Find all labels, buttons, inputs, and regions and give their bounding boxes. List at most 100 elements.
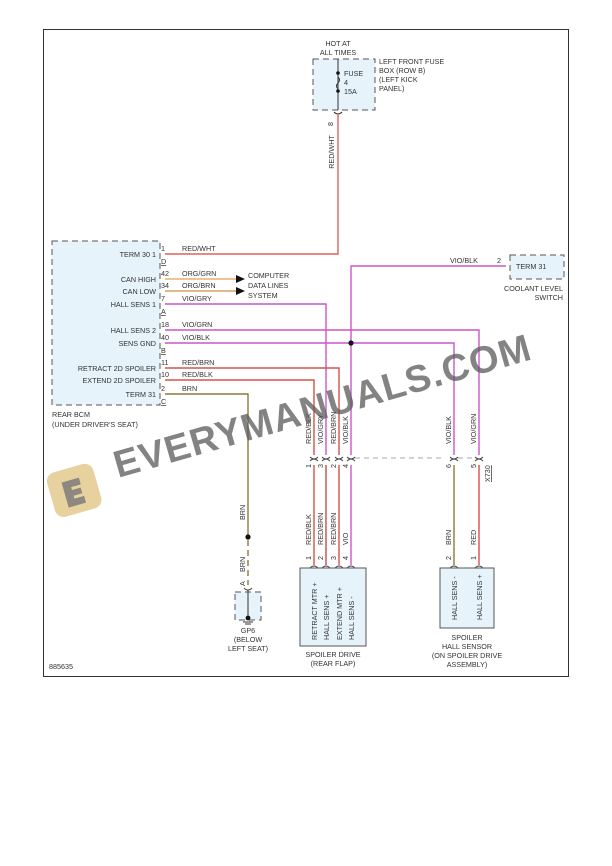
data-lines-reference: COMPUTER DATA LINES SYSTEM <box>248 271 289 300</box>
bcm-pin-18: 18 <box>161 320 169 329</box>
conn-upper-wire-3: VIO/GRY <box>316 414 325 444</box>
conn-pin-5: 5 <box>469 464 478 468</box>
bcm-pin-label-retract: RETRACT 2D SPOILER <box>78 364 156 373</box>
coolant-switch-outline <box>509 254 565 280</box>
ground-wire-upper: BRN <box>238 505 247 520</box>
conn-pin-2: 2 <box>329 464 338 468</box>
rear-bcm-name-1: REAR BCM <box>52 410 90 419</box>
hall-sensor-name-3: (ON SPOILER DRIVE <box>432 651 502 660</box>
bcm-connector-a: A <box>161 307 166 316</box>
bcm-pin-1: 1 <box>161 244 165 253</box>
data-lines-1: COMPUTER <box>248 271 289 280</box>
drive-terminal-2: HALL SENS + <box>322 595 331 640</box>
bcm-pin-label-can-low: CAN LOW <box>122 287 156 296</box>
drive-terminal-1: RETRACT MTR + <box>310 582 319 640</box>
bcm-pin-label-can-high: CAN HIGH <box>121 275 156 284</box>
drive-pin-1: 1 <box>304 556 313 560</box>
drive-pin-2: 2 <box>316 556 325 560</box>
ground-name-3: LEFT SEAT) <box>228 644 268 653</box>
drive-pin-3: 3 <box>329 556 338 560</box>
spoiler-hall-sensor: BRN RED 2 1 HALL SENS - HALL SENS + SPOI… <box>432 530 502 669</box>
drive-wire-2: RED/BRN <box>316 513 325 545</box>
fuse-location-2: BOX (ROW B) <box>379 66 425 75</box>
bcm-pin-label-extend: EXTEND 2D SPOILER <box>83 376 157 385</box>
bcm-pin-label-hall1: HALL SENS 1 <box>111 300 156 309</box>
drive-terminal-3: EXTEND MTR + <box>335 587 344 640</box>
fuse-wire-label: RED/WHT <box>327 135 336 169</box>
bcm-pin-10: 10 <box>161 370 169 379</box>
bcm-pin-label-term31: TERM 31 <box>126 390 156 399</box>
conn-pin-1: 1 <box>304 464 313 468</box>
hall-pin-1: 1 <box>469 556 478 560</box>
fuse-location-4: PANEL) <box>379 84 404 93</box>
hall-wire-1: RED <box>469 530 478 545</box>
ground-gp6: BRN BRN A GP6 (BELOW LEFT SEAT) <box>228 505 268 653</box>
conn-upper-wire-4: VIO/BLK <box>341 416 350 444</box>
watermark-text: EVERYMANUALS.COM <box>109 327 536 487</box>
drive-wire-4: VIO <box>341 532 350 545</box>
bcm-pin-40: 40 <box>161 333 169 342</box>
spoiler-drive: RED/BLK RED/BRN RED/BRN VIO 1 2 3 4 RETR… <box>299 513 367 668</box>
conn-pin-3: 3 <box>316 464 325 468</box>
fuse-location-3: (LEFT KICK <box>379 75 418 84</box>
hall-wire-2: BRN <box>444 530 453 545</box>
conn-upper-wire-2: RED/BRN <box>329 412 338 444</box>
rear-bcm-outline <box>51 240 161 406</box>
fuse-hot-label-2: ALL TIMES <box>320 48 357 57</box>
hall-sensor-outline <box>439 567 495 629</box>
drive-wire-3: RED/BRN <box>329 513 338 545</box>
bcm-connector-c: C <box>161 397 166 406</box>
rear-bcm-name-2: (UNDER DRIVER'S SEAT) <box>52 420 138 429</box>
fuse-location-1: LEFT FRONT FUSE <box>379 57 444 66</box>
spoiler-drive-outline <box>299 567 367 647</box>
ground-wire-lower: BRN <box>238 557 247 572</box>
fuse-box: HOT AT ALL TIMES FUSE 4 15A LEFT FRONT F… <box>312 39 444 169</box>
bcm-pin-42: 42 <box>161 269 169 278</box>
wire-label-red-brn: RED/BRN <box>182 358 214 367</box>
wire-label-org-grn: ORG/GRN <box>182 269 216 278</box>
fuse-hot-label-1: HOT AT <box>325 39 351 48</box>
hall-terminal-neg: HALL SENS - <box>450 576 459 620</box>
rear-bcm: TERM 30 1 CAN HIGH CAN LOW HALL SENS 1 H… <box>51 240 216 429</box>
fuse-pin: 8 <box>326 122 335 126</box>
conn-upper-wire-1: RED/BLK <box>304 413 313 444</box>
coolant-level-switch: TERM 31 2 VIO/BLK COOLANT LEVEL SWITCH <box>450 254 565 302</box>
conn-upper-wire-5: VIO/GRN <box>469 414 478 444</box>
diagram-frame <box>43 29 569 677</box>
fuse-rating: 15A <box>344 87 357 96</box>
fuse-number: 4 <box>344 78 348 87</box>
conn-pin-4: 4 <box>341 464 350 468</box>
hall-sensor-name-4: ASSEMBLY) <box>447 660 488 669</box>
hall-terminal-pos: HALL SENS + <box>475 575 484 620</box>
fuse-box-outline <box>312 58 376 111</box>
drive-pin-4: 4 <box>341 556 350 560</box>
ground-name-1: GP6 <box>241 626 255 635</box>
wires <box>165 114 506 585</box>
bcm-pin-label-term30: TERM 30 1 <box>120 250 156 259</box>
bcm-pin-11: 11 <box>161 358 168 367</box>
drive-wire-1: RED/BLK <box>304 514 313 545</box>
wire-label-brn: BRN <box>182 384 197 393</box>
fuse-label: FUSE <box>344 69 363 78</box>
drive-terminal-4: HALL SENS - <box>347 596 356 640</box>
data-lines-2: DATA LINES <box>248 281 289 290</box>
conn-upper-wire-6: VIO/BLK <box>444 416 453 444</box>
wire-label-vio-grn: VIO/GRN <box>182 320 212 329</box>
inline-connector: RED/BLK VIO/GRY RED/BRN VIO/BLK VIO/BLK … <box>304 412 492 482</box>
hall-sensor-name-2: HALL SENSOR <box>442 642 492 651</box>
bcm-connector-d: D <box>161 257 166 266</box>
bcm-pin-label-hall2: HALL SENS 2 <box>111 326 156 335</box>
spoiler-drive-name-2: (REAR FLAP) <box>311 659 356 668</box>
wire-label-vio-gry: VIO/GRY <box>182 294 212 303</box>
coolant-switch-wire: VIO/BLK <box>450 256 478 265</box>
bcm-pin-2: 2 <box>161 384 165 393</box>
coolant-switch-pin: 2 <box>497 256 501 265</box>
bcm-connector-b: B <box>161 346 166 355</box>
bcm-pin-7: 7 <box>161 294 165 303</box>
spoiler-drive-name-1: SPOILER DRIVE <box>305 650 360 659</box>
data-lines-3: SYSTEM <box>248 291 278 300</box>
hall-sensor-name-1: SPOILER <box>451 633 482 642</box>
wire-label-red-blk: RED/BLK <box>182 370 213 379</box>
coolant-switch-terminal: TERM 31 <box>516 262 546 271</box>
